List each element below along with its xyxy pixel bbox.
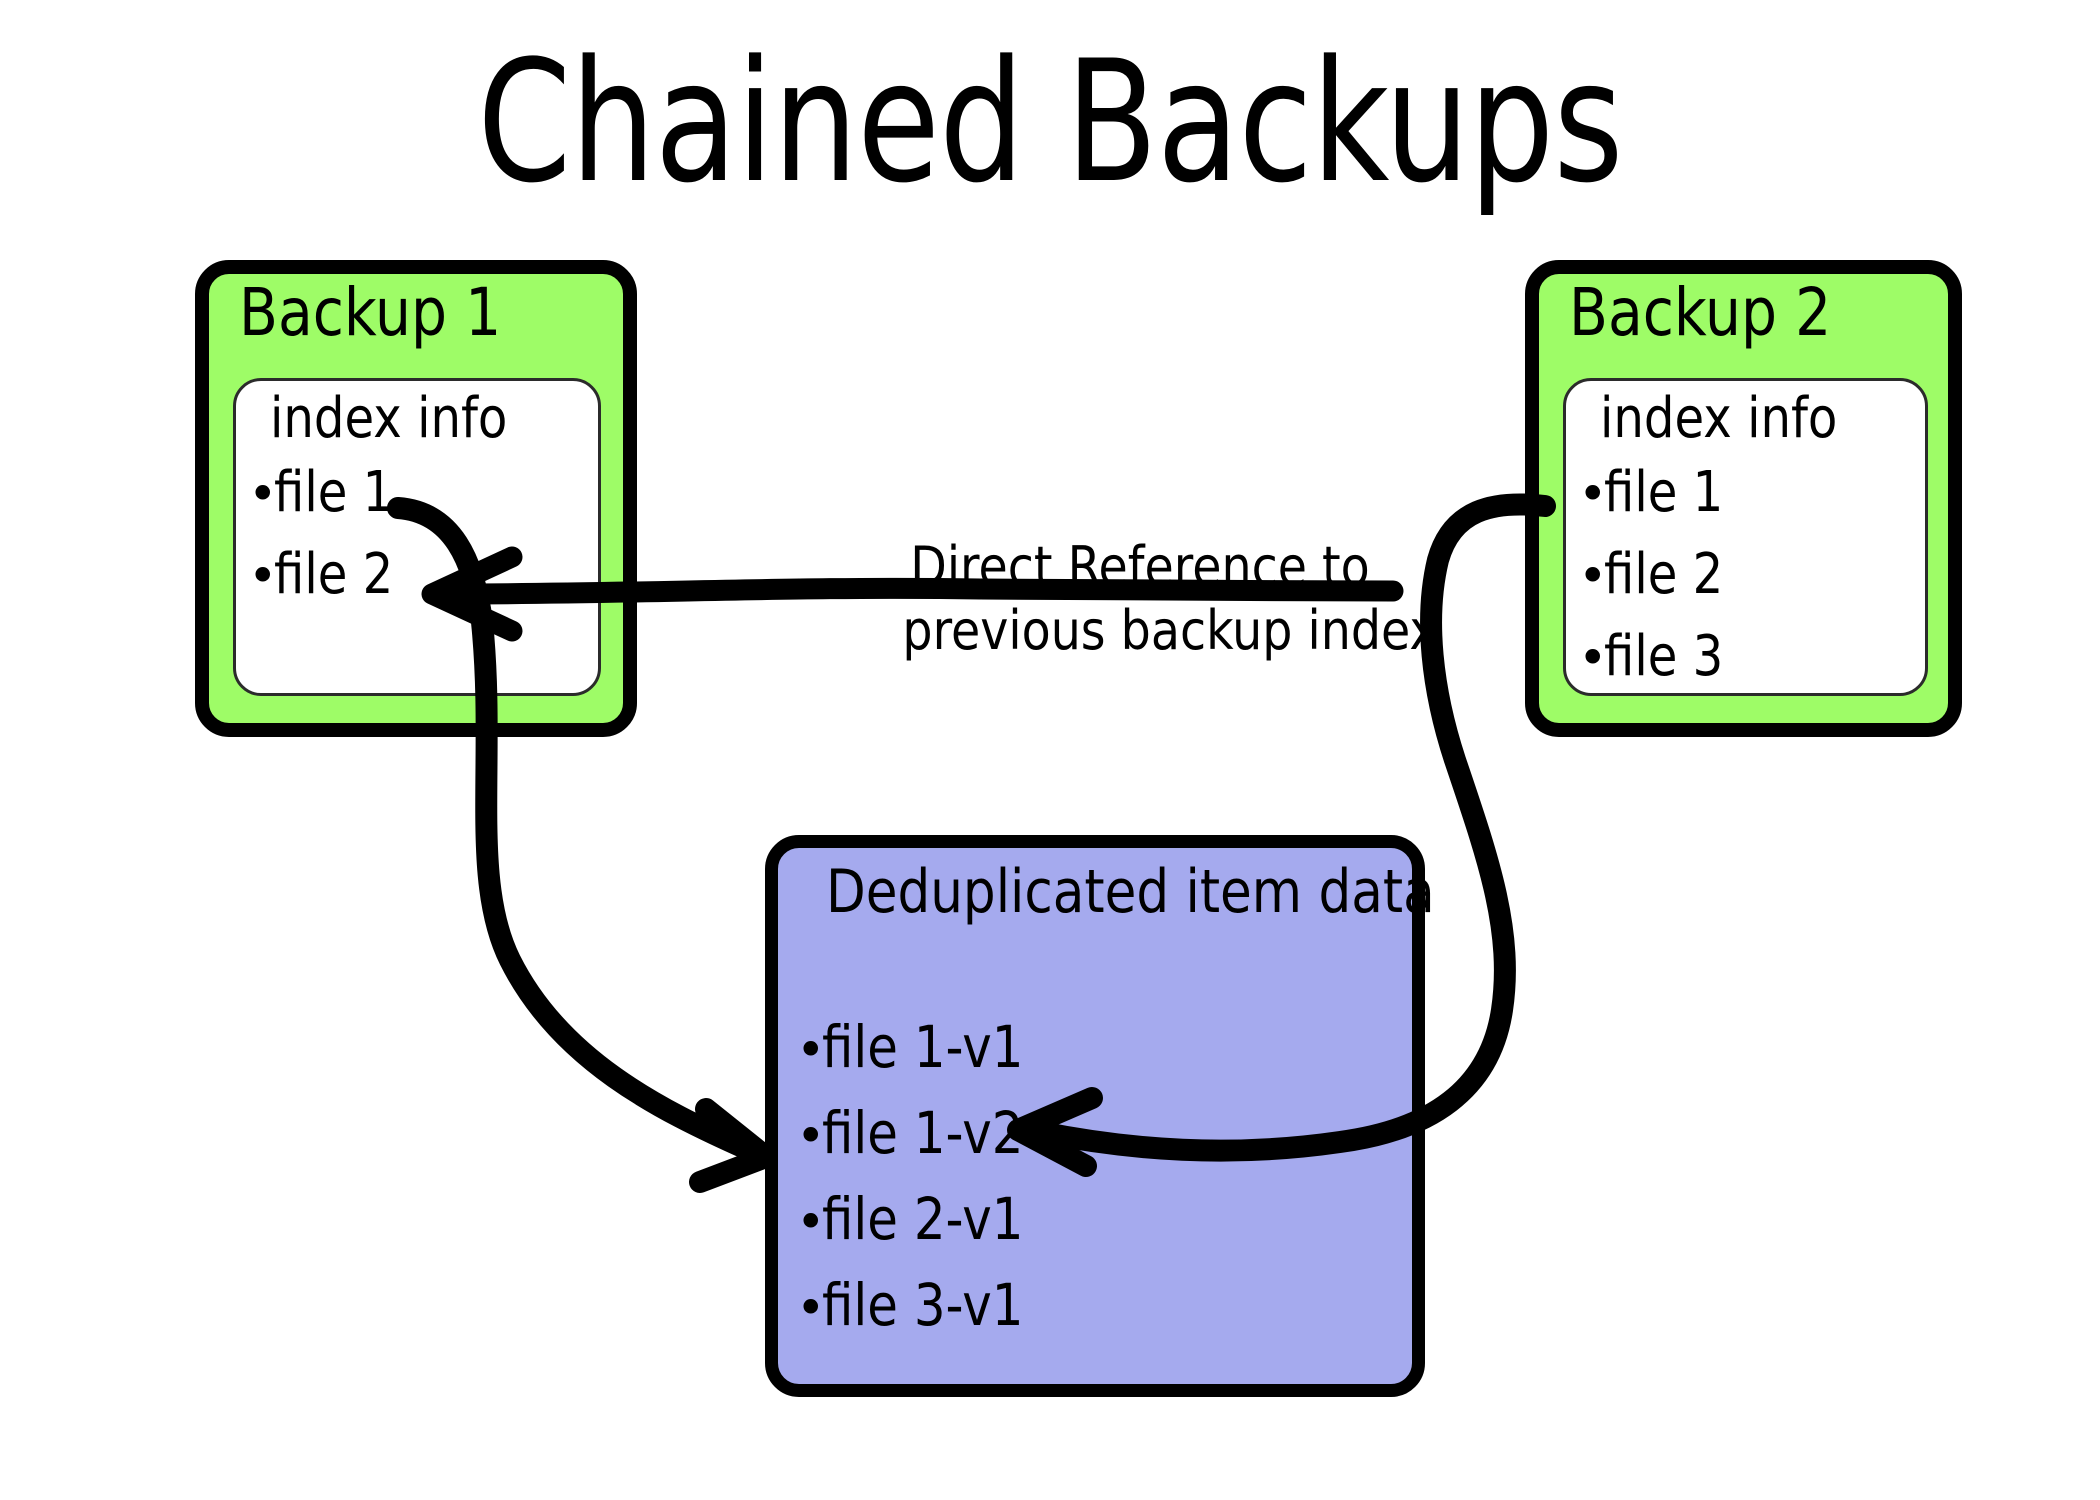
- backup-2-index-heading: index info: [1600, 386, 1838, 451]
- bullet-icon: •: [796, 1193, 826, 1251]
- bullet-icon: •: [796, 1021, 826, 1079]
- list-item: •file 3-v1: [796, 1276, 1056, 1334]
- dedup-title: Deduplicated item data: [826, 857, 1435, 927]
- bullet-icon: •: [1578, 547, 1608, 605]
- page-title: Chained Backups: [477, 24, 1623, 220]
- list-item: •file 1: [1578, 465, 1743, 521]
- backup-1-file-0: file 1: [274, 460, 394, 525]
- backup-2-file-0: file 1: [1604, 460, 1724, 525]
- dedup-item-0: file 1-v1: [822, 1013, 1024, 1081]
- backup-2-file-list: •file 1 •file 2 •file 3: [1578, 465, 1743, 711]
- backup-2-file-1: file 2: [1604, 542, 1724, 607]
- list-item: •file 1-v2: [796, 1104, 1056, 1162]
- backup-1-index-heading: index info: [270, 386, 508, 451]
- backup-1-card: Backup 1 index info •file 1 •file 2: [195, 260, 637, 737]
- dedup-item-1: file 1-v2: [822, 1099, 1024, 1167]
- list-item: •file 2: [248, 547, 413, 603]
- deduplicated-item-data-card: Deduplicated item data •file 1-v1 •file …: [765, 835, 1435, 1397]
- annotation-line-1: Direct Reference to: [910, 535, 1370, 598]
- bullet-icon: •: [796, 1107, 826, 1165]
- bullet-icon: •: [1578, 465, 1608, 523]
- backup-1-index-panel: index info •file 1 •file 2: [233, 378, 601, 696]
- dedup-item-list: •file 1-v1 •file 1-v2 •file 2-v1 •file 3…: [796, 1018, 1056, 1362]
- arrow-backup1-to-dedup-head: [689, 1098, 777, 1193]
- backup-2-index-panel: index info •file 1 •file 2 •file 3: [1563, 378, 1928, 696]
- list-item: •file 1: [248, 465, 413, 521]
- backup-2-card: Backup 2 index info •file 1 •file 2 •fil…: [1525, 260, 1962, 737]
- backup-2-file-2: file 3: [1604, 624, 1724, 689]
- backup-1-file-1: file 2: [274, 542, 394, 607]
- bullet-icon: •: [796, 1279, 826, 1337]
- bullet-icon: •: [248, 547, 278, 605]
- list-item: •file 2-v1: [796, 1190, 1056, 1248]
- dedup-item-2: file 2-v1: [822, 1185, 1024, 1253]
- list-item: •file 1-v1: [796, 1018, 1056, 1076]
- dedup-item-3: file 3-v1: [822, 1271, 1024, 1339]
- bullet-icon: •: [248, 465, 278, 523]
- list-item: •file 3: [1578, 629, 1743, 685]
- backup-1-file-list: •file 1 •file 2: [248, 465, 413, 629]
- bullet-icon: •: [1578, 629, 1608, 687]
- list-item: •file 2: [1578, 547, 1743, 603]
- backup-1-title: Backup 1: [239, 274, 502, 351]
- annotation-line-2: previous backup index: [902, 598, 1438, 662]
- direct-reference-annotation: Direct Reference to previous backup inde…: [870, 535, 1438, 662]
- backup-2-title: Backup 2: [1569, 274, 1832, 351]
